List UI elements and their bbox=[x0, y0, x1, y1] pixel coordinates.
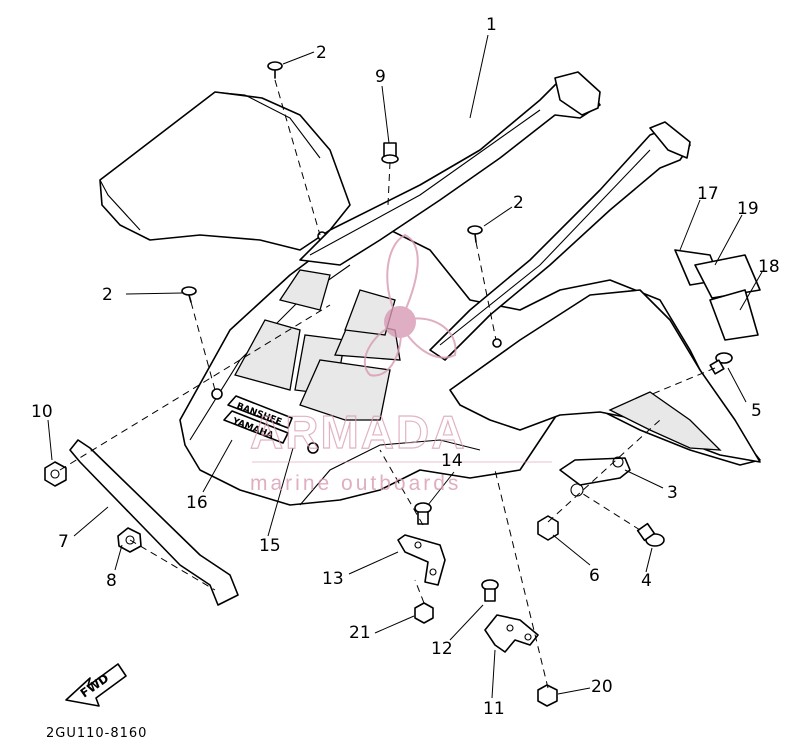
nut-10 bbox=[44, 461, 67, 487]
callout-20: 20 bbox=[591, 677, 613, 697]
bolt-9 bbox=[381, 142, 399, 164]
grab-bar-right bbox=[429, 121, 691, 361]
callout-18: 18 bbox=[758, 257, 780, 277]
bracket-13 bbox=[397, 534, 446, 586]
nut-21 bbox=[414, 602, 434, 624]
bolt-4 bbox=[636, 522, 665, 547]
callout-1: 1 bbox=[486, 15, 497, 35]
watermark-tagline: marine outboards bbox=[250, 472, 461, 495]
callout-5: 5 bbox=[751, 401, 762, 421]
callout-2-top: 2 bbox=[316, 43, 327, 63]
callout-17: 17 bbox=[697, 184, 719, 204]
rear-fender bbox=[99, 91, 761, 506]
plate-18 bbox=[709, 289, 759, 341]
callout-15: 15 bbox=[259, 536, 281, 556]
reflector-19 bbox=[694, 254, 761, 299]
callout-14: 14 bbox=[441, 451, 463, 471]
callout-3: 3 bbox=[667, 483, 678, 503]
hook-3 bbox=[559, 456, 631, 497]
screw-2-left bbox=[181, 286, 197, 303]
diagram-code: 2GU110-8160 bbox=[46, 726, 147, 741]
bolt-14 bbox=[414, 502, 432, 525]
propeller-logo-icon bbox=[363, 233, 457, 377]
callout-2-right: 2 bbox=[513, 193, 524, 213]
callout-13: 13 bbox=[322, 569, 344, 589]
callout-21: 21 bbox=[349, 623, 371, 643]
bracket-11 bbox=[484, 614, 539, 653]
callout-labels: 1 2 2 2 3 4 5 6 7 8 9 10 11 12 13 14 15 … bbox=[31, 15, 780, 719]
callout-7: 7 bbox=[58, 532, 69, 552]
leader-lines bbox=[47, 34, 763, 699]
bolt-12 bbox=[481, 579, 499, 602]
callout-4: 4 bbox=[641, 571, 652, 591]
callout-9: 9 bbox=[375, 67, 386, 87]
bolt-5 bbox=[709, 352, 733, 375]
callout-10: 10 bbox=[31, 402, 53, 422]
callout-12: 12 bbox=[431, 639, 453, 659]
callout-16: 16 bbox=[186, 493, 208, 513]
callout-11: 11 bbox=[483, 699, 505, 719]
assembly-lines bbox=[59, 79, 716, 689]
nut-6 bbox=[537, 515, 559, 541]
screw-2-top bbox=[267, 61, 283, 79]
callout-19: 19 bbox=[737, 199, 759, 219]
watermark: ARMADA marine outboards bbox=[249, 233, 552, 495]
fwd-arrow-icon: FWD bbox=[65, 663, 127, 707]
callout-8: 8 bbox=[106, 571, 117, 591]
bracket-7 bbox=[69, 439, 239, 606]
nut-20 bbox=[537, 684, 558, 707]
callout-2-left: 2 bbox=[102, 285, 113, 305]
watermark-brand: ARMADA bbox=[250, 406, 466, 458]
screw-2-right bbox=[467, 225, 483, 243]
grab-bar-left bbox=[299, 71, 601, 266]
callout-6: 6 bbox=[589, 566, 600, 586]
